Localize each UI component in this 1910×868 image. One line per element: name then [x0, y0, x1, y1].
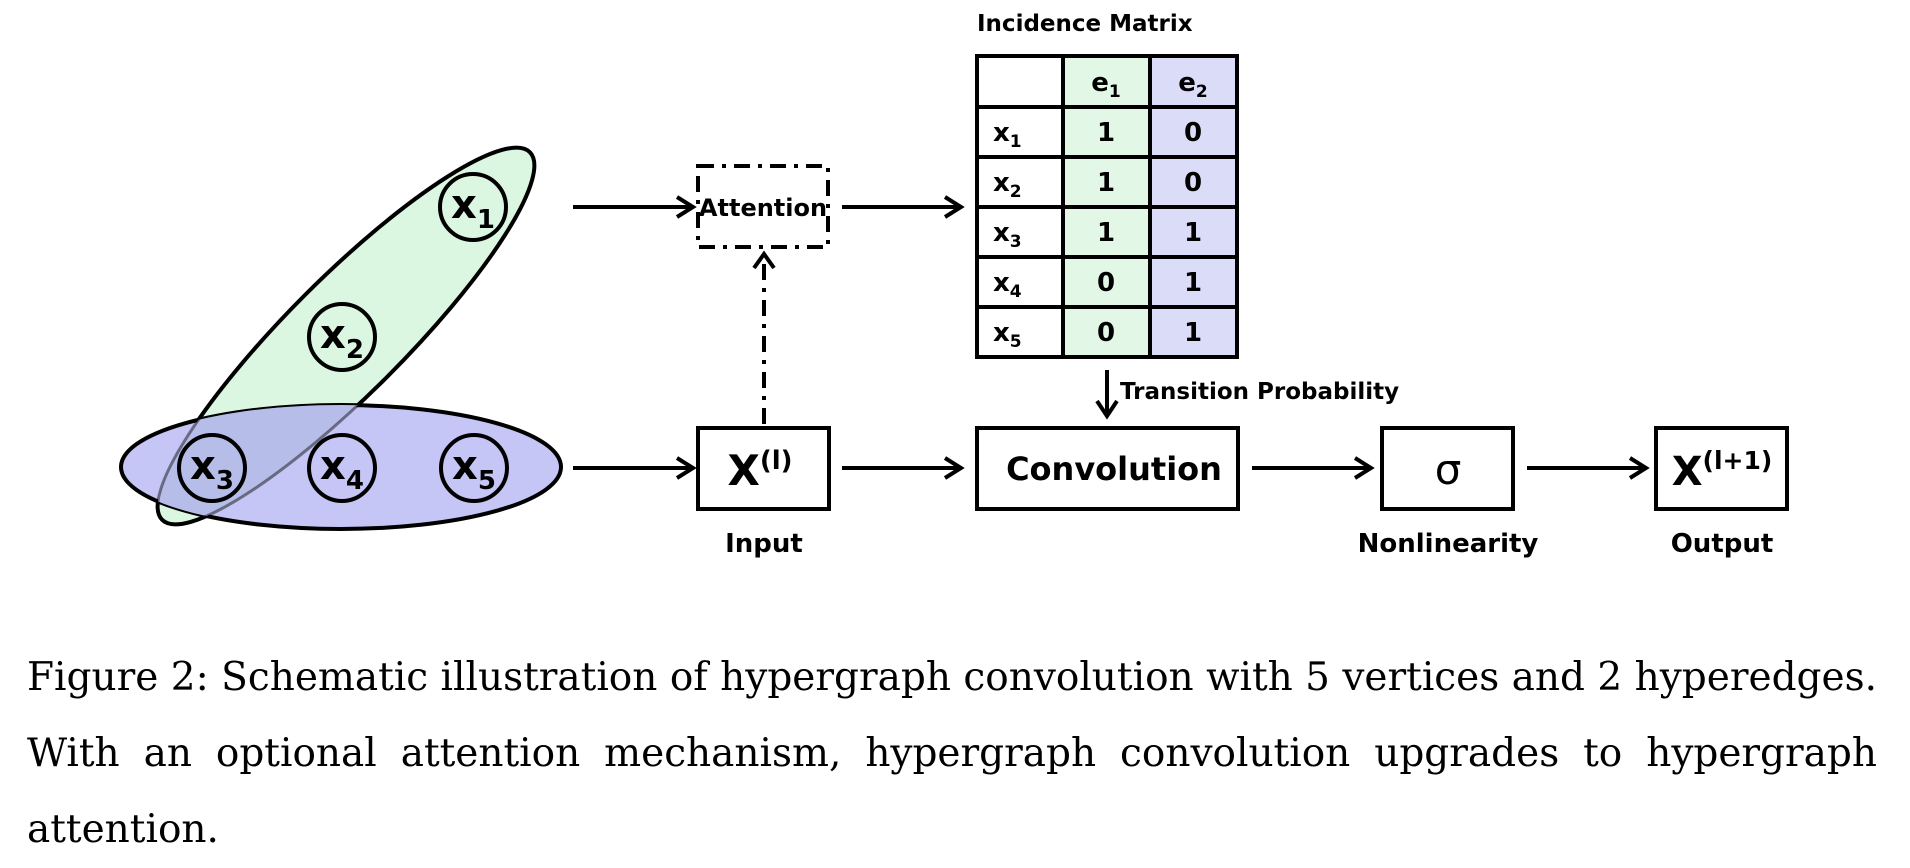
matrix-row-x3: x3 1 1: [993, 218, 1202, 252]
attention-box: Attention: [696, 164, 830, 249]
svg-text:1: 1: [1097, 118, 1115, 148]
input-label: Input: [725, 529, 803, 559]
svg-text:x4: x4: [320, 443, 364, 496]
svg-text:x2: x2: [320, 312, 364, 365]
input-box: X(l): [696, 426, 831, 511]
svg-text:0: 0: [1184, 118, 1202, 148]
arrow-hypergraph-to-input: [573, 456, 697, 480]
svg-text:0: 0: [1184, 168, 1202, 198]
hypergraph: x1 x2 x3 x4 x5: [119, 145, 563, 531]
hypergraph-convolution-diagram: x1 x2 x3 x4 x5 Attention: [119, 11, 1789, 559]
matrix-row-x5: x5 0 1: [993, 318, 1202, 352]
arrow-transition-probability: [1095, 370, 1119, 420]
arrow-hypergraph-to-attention: [573, 195, 697, 219]
vertex-x1: x1: [438, 172, 508, 242]
attention-label: Attention: [699, 194, 827, 222]
vertex-x3: x3: [177, 433, 247, 503]
svg-text:1: 1: [1184, 318, 1202, 348]
svg-text:1: 1: [1184, 268, 1202, 298]
svg-text:Convolution: Convolution: [1006, 450, 1222, 488]
matrix-row-x2: x2 1 0: [993, 168, 1202, 202]
svg-text:0: 0: [1097, 318, 1115, 348]
matrix-header-e2: e2: [1178, 68, 1207, 102]
output-label: Output: [1671, 529, 1774, 559]
svg-text:x3: x3: [190, 443, 234, 496]
svg-text:1: 1: [1184, 218, 1202, 248]
svg-text:0: 0: [1097, 268, 1115, 298]
output-box: X(l+1): [1654, 426, 1789, 511]
arrow-input-to-convolution: [842, 456, 965, 480]
vertex-x4: x4: [307, 433, 377, 503]
arrow-sigma-to-output: [1527, 456, 1650, 480]
hyperedge-e1-outline: [156, 146, 536, 526]
matrix-row-x4: x4 0 1: [993, 268, 1202, 302]
incidence-matrix: Incidence Matrix e1 e2 x1 1 0 x2 1 0 x3: [975, 11, 1239, 359]
svg-text:X(l+1): X(l+1): [1672, 446, 1773, 495]
vertex-x2: x2: [307, 302, 377, 372]
matrix-header-e1: e1: [1091, 68, 1120, 102]
svg-text:x4: x4: [993, 268, 1022, 302]
incidence-matrix-title: Incidence Matrix: [977, 11, 1193, 37]
svg-text:x1: x1: [451, 182, 495, 235]
figure-caption: Figure 2: Schematic illustration of hype…: [27, 655, 1877, 852]
svg-text:x5: x5: [993, 318, 1022, 352]
arrow-input-to-attention: [752, 250, 776, 424]
arrow-convolution-to-sigma: [1252, 456, 1375, 480]
svg-text:X(l): X(l): [727, 446, 792, 495]
matrix-row-x1: x1 1 0: [993, 118, 1202, 152]
svg-text:x1: x1: [993, 118, 1022, 152]
svg-text:1: 1: [1097, 218, 1115, 248]
svg-text:1: 1: [1097, 168, 1115, 198]
nonlinearity-label: Nonlinearity: [1358, 529, 1539, 559]
svg-text:x2: x2: [993, 168, 1022, 202]
convolution-box: Convolution: [975, 426, 1240, 511]
arrow-attention-to-matrix: [842, 195, 965, 219]
svg-text:x5: x5: [452, 443, 496, 496]
svg-text:x3: x3: [993, 218, 1022, 252]
nonlinearity-box: σ: [1380, 426, 1515, 511]
vertex-x5: x5: [439, 433, 509, 503]
transition-probability-label: Transition Probability: [1120, 379, 1399, 405]
svg-text:σ: σ: [1435, 445, 1462, 494]
